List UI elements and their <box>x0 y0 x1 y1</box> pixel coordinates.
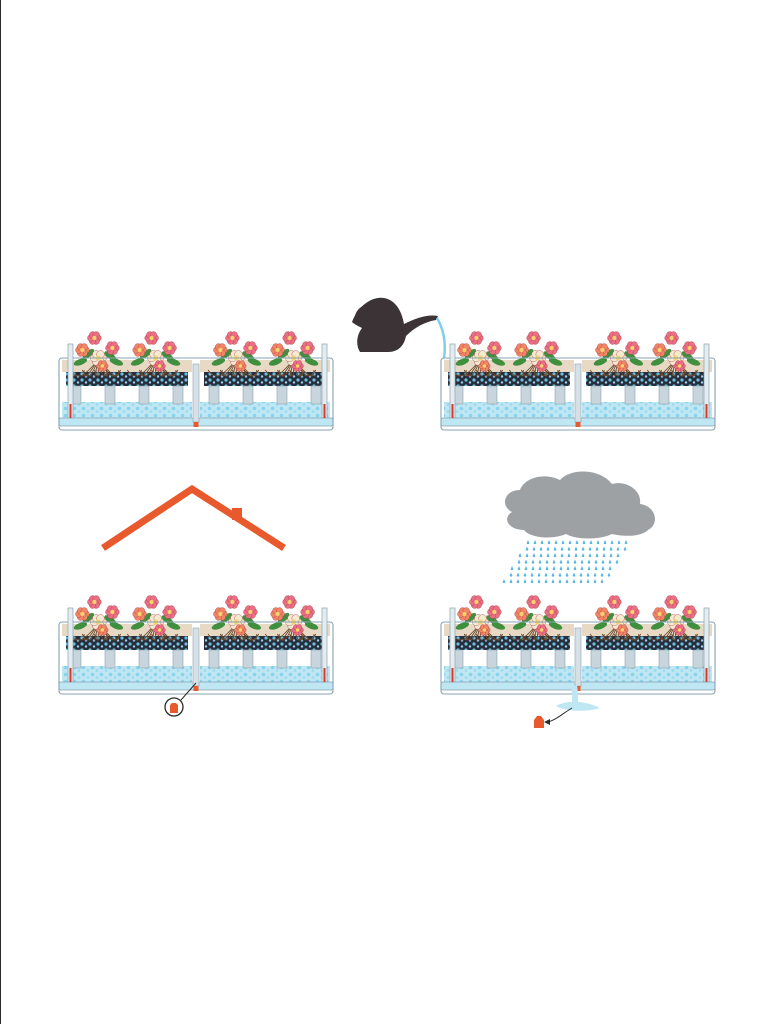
watering-can-icon <box>352 297 446 359</box>
flower-icon <box>213 343 228 357</box>
flower-icon <box>105 341 120 355</box>
overflow-channel <box>192 363 200 423</box>
flower-icon <box>535 624 548 636</box>
flower-icon <box>607 331 622 345</box>
planter-indoor <box>58 595 334 695</box>
flower-icon <box>595 343 610 357</box>
flower-icon <box>234 360 247 372</box>
flower-icon <box>682 605 697 619</box>
flower-icon <box>469 595 484 609</box>
flower-icon <box>162 605 177 619</box>
flower-icon <box>478 360 491 372</box>
planter-rain <box>440 595 716 695</box>
flower-icon <box>282 595 297 609</box>
planter-shell <box>440 357 716 431</box>
drain-plug-icon <box>164 682 197 717</box>
flower-icon <box>514 343 529 357</box>
rain-drops <box>502 540 628 584</box>
flower-icon <box>457 607 472 621</box>
flower-icon <box>291 624 304 636</box>
flower-icon <box>616 360 629 372</box>
flower-icon <box>162 341 177 355</box>
overflow-channel <box>574 363 582 423</box>
flower-icon <box>96 624 109 636</box>
flower-icon <box>243 341 258 355</box>
planter-shell <box>440 621 716 695</box>
drain-plug <box>575 686 581 691</box>
flower-icon <box>664 331 679 345</box>
flower-icon <box>595 607 610 621</box>
planter-watering <box>440 331 716 431</box>
drain-plug <box>575 422 581 427</box>
flower-icon <box>625 605 640 619</box>
flower-icon <box>96 360 109 372</box>
flower-icon <box>132 343 147 357</box>
flower-icon <box>132 607 147 621</box>
rain-cloud-icon <box>502 471 655 584</box>
flower-icon <box>153 624 166 636</box>
flower-icon <box>87 595 102 609</box>
roof-icon <box>101 484 286 551</box>
flower-icon <box>526 331 541 345</box>
drain-plug <box>193 422 199 427</box>
flower-icon <box>652 607 667 621</box>
flower-icon <box>535 360 548 372</box>
flower-icon <box>526 595 541 609</box>
flower-icon <box>75 343 90 357</box>
overflow-channel <box>192 627 200 687</box>
flower-icon <box>607 595 622 609</box>
flower-icon <box>243 605 258 619</box>
flower-icon <box>625 341 640 355</box>
flower-icon <box>144 331 159 345</box>
flower-icon <box>105 605 120 619</box>
flower-icon <box>147 614 164 630</box>
flower-icon <box>234 624 247 636</box>
drain-plug-icon <box>534 685 600 728</box>
flower-icon <box>544 341 559 355</box>
flower-icon <box>682 341 697 355</box>
flower-icon <box>153 360 166 372</box>
flower-icon <box>544 605 559 619</box>
flower-icon <box>90 614 107 630</box>
flower-icon <box>478 624 491 636</box>
flower-icon <box>300 605 315 619</box>
flower-icon <box>529 350 546 366</box>
flower-icon <box>213 607 228 621</box>
flower-icon <box>270 343 285 357</box>
flower-icon <box>652 343 667 357</box>
overflow-channel <box>574 627 582 687</box>
flower-icon <box>616 624 629 636</box>
drain-plug <box>193 686 199 691</box>
flower-icon <box>664 595 679 609</box>
flower-icon <box>673 360 686 372</box>
planter-default <box>58 331 334 431</box>
flower-icon <box>487 605 502 619</box>
flower-icon <box>87 331 102 345</box>
flower-icon <box>300 341 315 355</box>
flower-icon <box>270 607 285 621</box>
flower-icon <box>291 360 304 372</box>
flower-icon <box>225 331 240 345</box>
flower-icon <box>144 595 159 609</box>
flower-icon <box>673 624 686 636</box>
flower-icon <box>514 607 529 621</box>
flower-icon <box>282 331 297 345</box>
flower-icon <box>75 607 90 621</box>
planter-shell <box>58 357 334 431</box>
flower-icon <box>487 341 502 355</box>
flower-icon <box>225 595 240 609</box>
planter-shell <box>58 621 334 695</box>
flower-icon <box>469 331 484 345</box>
flower-icon <box>457 343 472 357</box>
